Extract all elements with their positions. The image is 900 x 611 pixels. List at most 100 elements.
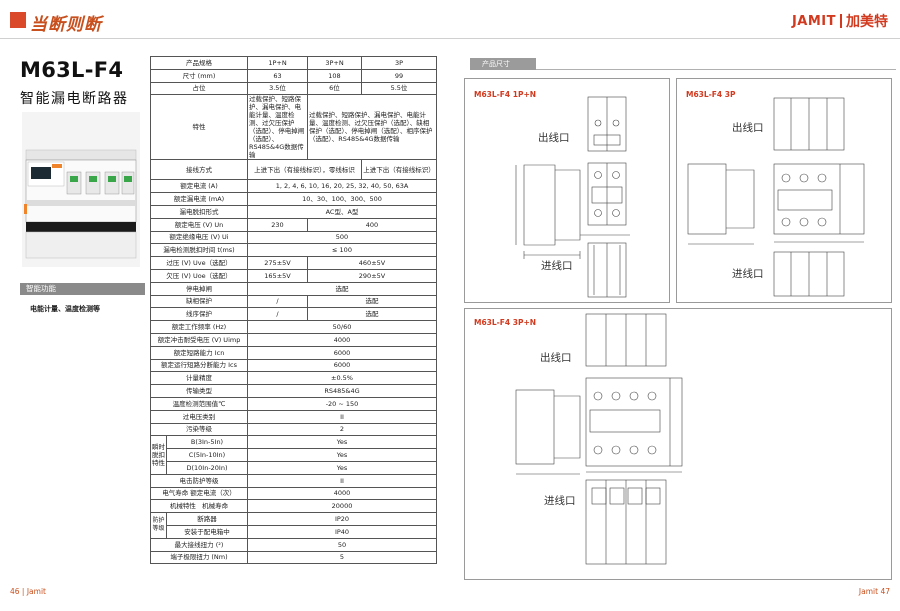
cell-sublabel: 断路器: [166, 512, 248, 526]
cell-value: 99: [361, 68, 437, 83]
cell-value: 230: [247, 217, 308, 232]
cell-label: 产品规格: [150, 56, 248, 70]
brand-logo-right: JAMIT 加美特: [792, 10, 888, 32]
cell-label: 欠压 (V) Uoe（选配）: [150, 268, 248, 283]
cell-value: IP40: [247, 524, 437, 539]
table-row: 尺寸 (mm) 63 108 99: [150, 68, 437, 83]
cell-value: 选配: [307, 294, 437, 309]
cell-value: 3P: [361, 56, 437, 70]
drawing-panel-3p-n: [464, 308, 892, 580]
dimension-drawing-3p-n: [515, 313, 683, 565]
cell-value: 选配: [307, 307, 437, 322]
cell-value: II: [247, 473, 437, 488]
cell-value: 过载保护、短路保护、漏电保护、电能计量、温度检测、过欠压保护（选配）、停电掉闸（…: [247, 94, 308, 161]
inlet-label: 进线口: [544, 495, 576, 507]
page-number-left: 46 | Jamit: [10, 587, 46, 596]
section-title: 产品尺寸: [470, 58, 536, 70]
table-row: 额定电压 (V) Un 230 400: [150, 217, 437, 232]
table-row: 计量精度 ±0.5%: [150, 371, 437, 386]
cell-value: /: [247, 294, 308, 309]
drawing-label-3p: M63L-F4 3P: [686, 90, 736, 99]
cell-value: 1, 2, 4, 6, 10, 16, 20, 25, 32, 40, 50, …: [247, 179, 437, 194]
cell-value: 50/60: [247, 320, 437, 334]
brand-divider: [840, 14, 842, 28]
cell-label: 额定运行短路分断能力 Ics: [150, 358, 248, 373]
cell-value: 290±5V: [307, 268, 437, 283]
cell-value: 50: [247, 537, 437, 552]
table-row: 端子极限扭力 (Nm) 5: [150, 550, 437, 565]
product-photo: [22, 112, 140, 267]
table-row: 过电压类别 II: [150, 409, 437, 424]
table-row: 额定工作频率 (Hz) 50/60: [150, 320, 437, 334]
table-row: 产品规格 1P+N 3P+N 3P: [150, 56, 437, 70]
cell-label: 传输类型: [150, 384, 248, 398]
product-subtitle: 智能漏电断路器: [20, 91, 129, 107]
cell-label: 额定绝缘电压 (V) Ui: [150, 230, 248, 245]
outlet-label: 出线口: [540, 352, 572, 364]
brand-name-cn: 加美特: [846, 14, 888, 30]
cell-label: 瞬时脱扣特性: [150, 435, 167, 475]
table-row: 电气寿命 额定电流（次） 4000: [150, 486, 437, 501]
cell-label: 漏电脱扣形式: [150, 204, 248, 219]
cell-value: 20000: [247, 499, 437, 514]
page-number-right: Jamit 47: [858, 587, 890, 596]
cell-value: Yes: [247, 460, 437, 475]
cell-label: 过电压类别: [150, 409, 248, 424]
cell-label: 防护等级: [150, 512, 167, 539]
cell-value: 6位: [307, 81, 362, 96]
cell-label: 电击防护等级: [150, 473, 248, 488]
table-row: 额定电流 (A) 1, 2, 4, 6, 10, 16, 20, 25, 32,…: [150, 179, 437, 194]
table-row: C(5In-10In) Yes: [151, 448, 437, 462]
cell-sublabel: D(10In-20In): [166, 460, 248, 475]
spec-table: 产品规格 1P+N 3P+N 3P 尺寸 (mm) 63 108 99 占位 3…: [150, 56, 437, 565]
cell-label: 机械特性 机械寿命: [150, 499, 248, 514]
table-row: 安装于配电箱中 IP40: [151, 524, 437, 539]
cell-value: 3P+N: [307, 56, 362, 70]
cell-label: 接线方式: [150, 159, 248, 181]
table-row: 特性 过载保护、短路保护、漏电保护、电能计量、温度检测、过欠压保护（选配）、停电…: [150, 94, 437, 161]
table-row: D(10In-20In) Yes: [151, 460, 437, 475]
table-row: 额定冲击耐受电压 (V) Uimp 4000: [150, 332, 437, 347]
cell-value: 275±5V: [247, 256, 308, 270]
cell-value: 165±5V: [247, 268, 308, 283]
table-row: 防护等级 断路器 IP20: [150, 512, 437, 539]
table-row: 额定短路能力 Icn 6000: [150, 345, 437, 360]
section-divider: [536, 69, 896, 70]
table-row: 漏电脱扣形式 AC型、A型: [150, 204, 437, 219]
cell-value: 500: [247, 230, 437, 245]
cell-sublabel: C(5In-10In): [166, 448, 248, 462]
inlet-label: 进线口: [541, 260, 573, 272]
cell-value: 63: [247, 68, 308, 83]
cell-label: 额定短路能力 Icn: [150, 345, 248, 360]
table-row: 额定绝缘电压 (V) Ui 500: [150, 230, 437, 245]
cell-value: 过载保护、短路保护、漏电保护、电能计量、温度检测、过欠压保护（选配）、缺相保护（…: [307, 94, 437, 161]
table-row: 额定漏电流 (mA) 10、30、100、300、500: [150, 192, 437, 206]
logo-square-icon: [10, 12, 26, 28]
cell-label: 特性: [150, 94, 248, 161]
table-row: 瞬时脱扣特性 B(3In-5In) Yes: [150, 435, 437, 475]
table-row: 温度检测范围值℃ -20 ~ 150: [150, 396, 437, 411]
mech-sublabel: 机械寿命: [202, 502, 229, 511]
cell-value: 5.5位: [361, 81, 437, 96]
cell-value: 460±5V: [307, 256, 437, 270]
cell-label: 过压 (V) Uve（选配）: [150, 256, 248, 270]
product-model: M63L-F4: [20, 58, 124, 82]
cell-value: 1P+N: [247, 56, 308, 70]
drawing-label-3p-n: M63L-F4 3P+N: [474, 318, 537, 327]
cell-value: 10、30、100、300、500: [247, 192, 437, 206]
table-row: 额定运行短路分断能力 Ics 6000: [150, 358, 437, 373]
cell-value: /: [247, 307, 308, 322]
cell-value: II: [247, 409, 437, 424]
cell-label: 额定电流 (A): [150, 179, 248, 194]
cell-label: 温度检测范围值℃: [150, 396, 248, 411]
dimension-drawing-1p-n: [515, 96, 630, 298]
table-row: 停电掉闸 选配: [150, 281, 437, 296]
cell-value: Yes: [247, 448, 437, 462]
cell-label: 线序保护: [150, 307, 248, 322]
cell-sublabel: B(3In-5In): [166, 435, 248, 450]
cell-label: 额定工作频率 (Hz): [150, 320, 248, 334]
drawing-panel-3p: [676, 78, 892, 303]
table-row: 过压 (V) Uve（选配） 275±5V 460±5V: [150, 256, 437, 270]
cell-value: RS485&4G: [247, 384, 437, 398]
cell-value: 6000: [247, 358, 437, 373]
